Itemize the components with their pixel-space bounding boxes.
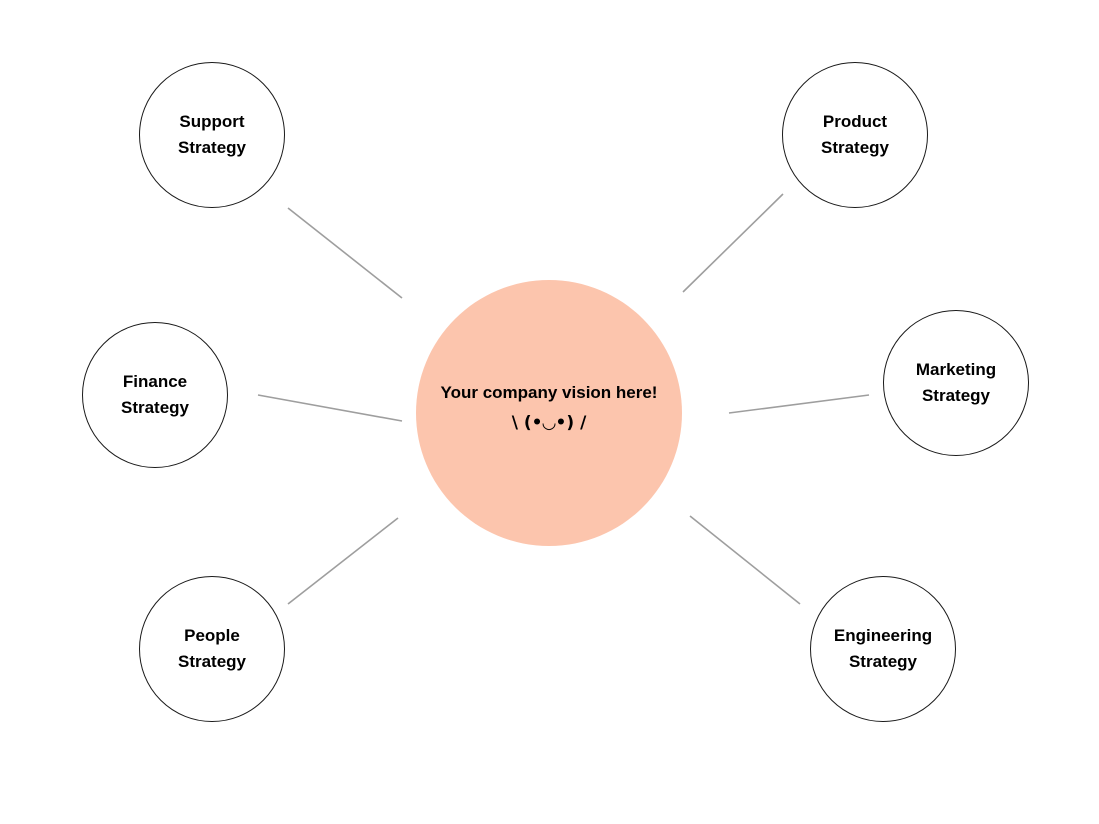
node-support-line1: Support [179,112,245,131]
connector-support [287,207,403,299]
connector-product [682,193,784,293]
node-engineering-line2: Strategy [848,652,917,671]
connector-engineering [689,515,801,605]
node-support-line2: Strategy [177,138,247,157]
node-product-strategy[interactable]: Product Strategy [782,62,928,208]
node-product-label: Product Strategy [821,109,889,161]
node-finance-line2: Strategy [120,398,190,417]
vision-title: Your company vision here! [440,383,658,402]
connector-marketing [728,394,870,414]
node-engineering-line1: Engineering [833,626,933,645]
vision-circle[interactable]: Your company vision here! \ (•◡•) / [416,280,682,546]
node-product-line2: Strategy [820,138,890,157]
node-people-label: People Strategy [178,623,246,675]
node-support-label: Support Strategy [178,109,246,161]
node-people-line2: Strategy [177,652,247,671]
connector-people [287,517,399,605]
node-finance-strategy[interactable]: Finance Strategy [82,322,228,468]
node-marketing-line1: Marketing [915,360,997,379]
vision-emoticon: \ (•◡•) / [511,413,587,433]
node-product-line1: Product [822,112,888,131]
node-people-strategy[interactable]: People Strategy [139,576,285,722]
connector-finance [257,394,403,422]
node-marketing-label: Marketing Strategy [916,357,996,409]
node-marketing-line2: Strategy [921,386,990,405]
node-finance-label: Finance Strategy [121,369,189,421]
node-marketing-strategy[interactable]: Marketing Strategy [883,310,1029,456]
node-people-line1: People [184,626,240,645]
node-finance-line1: Finance [122,372,188,391]
node-engineering-strategy[interactable]: Engineering Strategy [810,576,956,722]
node-support-strategy[interactable]: Support Strategy [139,62,285,208]
node-engineering-label: Engineering Strategy [834,623,932,675]
